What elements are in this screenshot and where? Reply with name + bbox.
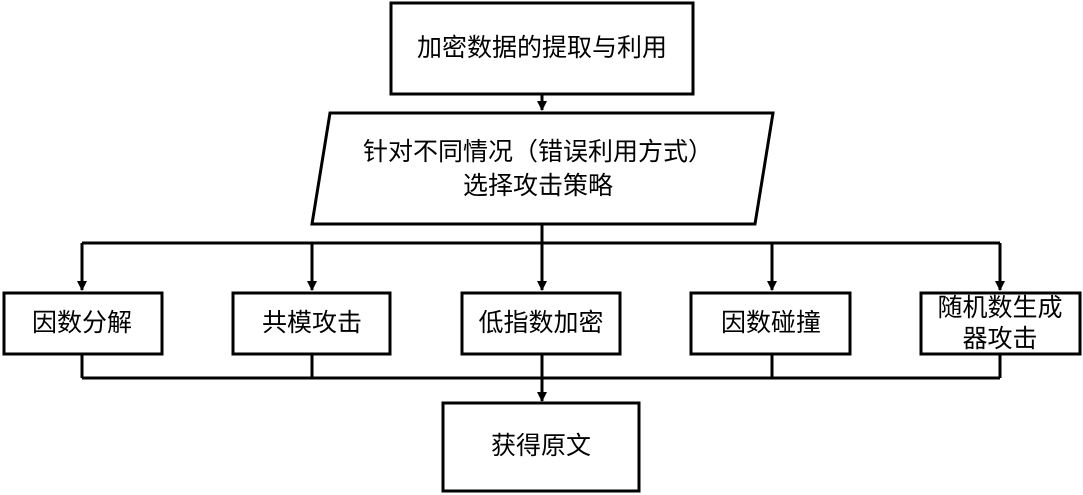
result-label: 获得原文 <box>491 431 591 460</box>
attack-label-factorization: 因数分解 <box>32 308 132 337</box>
attack-box-factor-collision <box>689 291 852 356</box>
attack-label-factor-collision: 因数碰撞 <box>721 308 821 337</box>
attack-box-low-exponent <box>460 291 622 356</box>
attack-box-common-modulus <box>231 291 392 356</box>
top-box <box>389 1 695 96</box>
strategy-parallelogram <box>310 111 775 226</box>
strategy-label-line2: 选择攻击策略 <box>463 171 613 200</box>
attack-label-common-modulus: 共模攻击 <box>262 308 362 337</box>
attack-label-random-generator-line2: 器攻击 <box>962 324 1037 353</box>
attack-label-random-generator-line1: 随机数生成 <box>937 293 1062 322</box>
result-box <box>441 401 641 493</box>
attack-box-random-generator <box>919 291 1082 356</box>
strategy-label-line1: 针对不同情况（错误利用方式） <box>363 137 713 166</box>
top-box-label: 加密数据的提取与利用 <box>417 33 667 62</box>
attack-box-factorization <box>2 291 164 356</box>
attack-label-low-exponent: 低指数加密 <box>478 308 603 337</box>
